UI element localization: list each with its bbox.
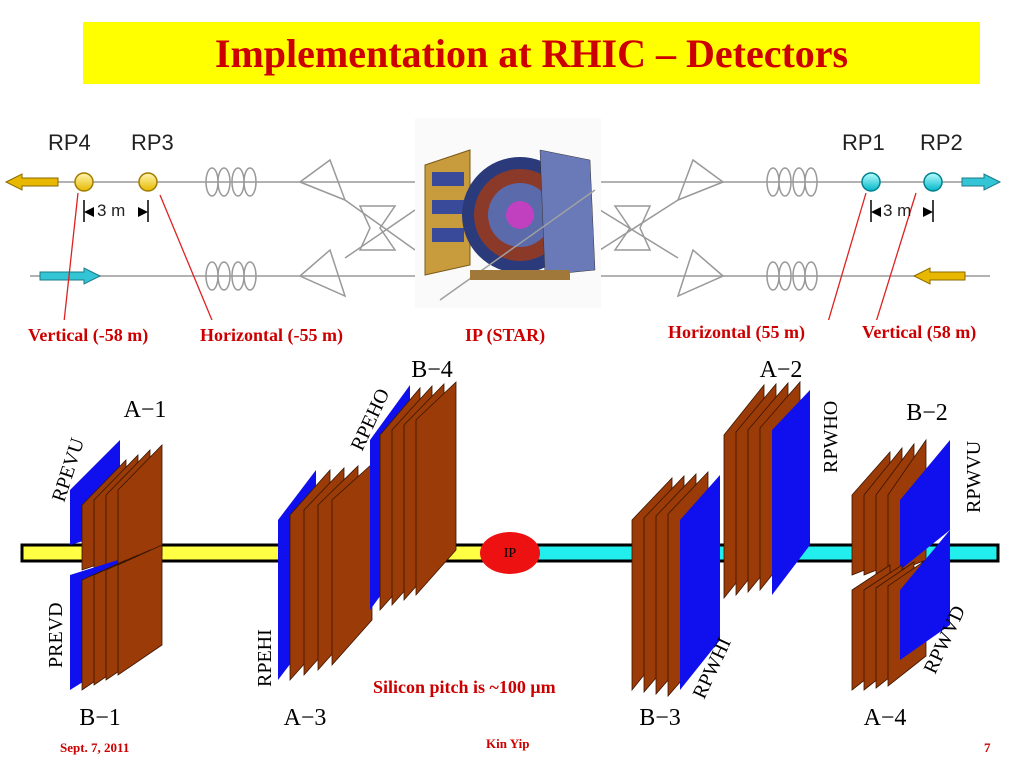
silicon-pitch-note: Silicon pitch is ~100 μm — [373, 677, 556, 697]
footer-author: Kin Yip — [486, 736, 530, 751]
detector-b1 — [70, 544, 163, 691]
label-vertical-neg: Vertical (-58 m) — [28, 325, 149, 345]
group-a3: A−3 — [284, 705, 327, 731]
distance-left: 3 m — [97, 201, 126, 220]
rp3-pot — [138, 172, 158, 192]
ip-marker — [480, 532, 540, 574]
title-banner: Implementation at RHIC – Detectors — [83, 22, 980, 84]
distance-right: 3 m — [883, 201, 912, 220]
rp1-label: RP1 — [842, 130, 885, 155]
star-detector-image — [415, 118, 601, 308]
label-ip-star: IP (STAR) — [465, 325, 546, 345]
detector-layout: IP A−1 B−1 A−3 B−4 B−3 A−2 B−2 A−4 RPEVU… — [20, 357, 1000, 731]
detector-b4 — [370, 381, 457, 612]
plane-rpwho: RPWHO — [820, 401, 842, 473]
beam-arrow-left-bottom — [39, 267, 102, 285]
beam-arrow-right-bottom — [912, 267, 966, 285]
beamline-diagram — [4, 118, 1002, 320]
detector-a2 — [723, 380, 810, 600]
slide-title: Implementation at RHIC – Detectors — [214, 30, 849, 76]
group-a1: A−1 — [124, 397, 167, 423]
group-a4: A−4 — [864, 705, 907, 731]
group-b2: B−2 — [906, 400, 948, 426]
rp3-label: RP3 — [131, 130, 174, 155]
detector-a3 — [278, 463, 373, 682]
group-b4: B−4 — [411, 357, 453, 383]
detector-b2 — [851, 438, 950, 576]
detector-b3 — [631, 471, 720, 698]
group-b1: B−1 — [79, 705, 121, 731]
plane-prevd: PREVD — [45, 602, 67, 668]
footer-date: Sept. 7, 2011 — [60, 740, 130, 755]
beam-arrow-left-top — [4, 173, 59, 191]
rp1-pot — [861, 172, 881, 192]
label-horizontal-neg: Horizontal (-55 m) — [200, 325, 343, 345]
rp2-label: RP2 — [920, 130, 963, 155]
rp4-pot — [74, 172, 94, 192]
group-b3: B−3 — [639, 705, 681, 731]
group-a2: A−2 — [760, 357, 803, 383]
rp4-label: RP4 — [48, 130, 91, 155]
rp2-pot — [923, 172, 943, 192]
label-horizontal-pos: Horizontal (55 m) — [668, 322, 805, 342]
detector-a4 — [851, 530, 950, 691]
detector-a1 — [70, 440, 163, 571]
plane-rpehi: RPEHI — [254, 629, 276, 687]
ip-label: IP — [504, 546, 517, 561]
label-vertical-pos: Vertical (58 m) — [862, 322, 977, 342]
footer-page-number: 7 — [984, 740, 991, 755]
beam-arrow-right-top — [961, 173, 1002, 191]
plane-rpwvu: RPWVU — [963, 440, 985, 513]
